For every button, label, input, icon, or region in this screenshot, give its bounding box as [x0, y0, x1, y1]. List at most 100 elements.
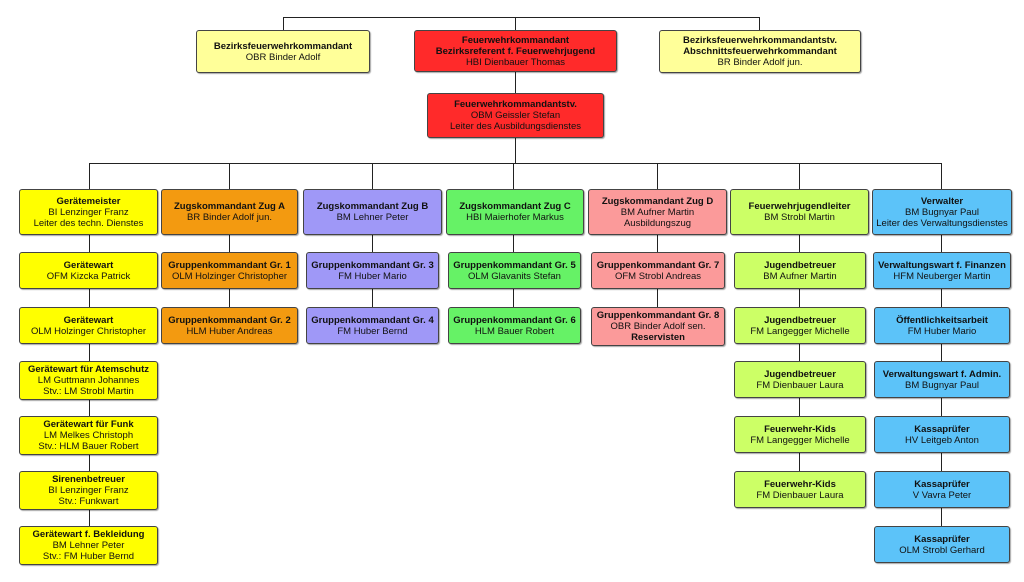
box-role: Leiter des Verwaltungsdienstes — [876, 217, 1008, 229]
box-title: Bezirksfeuerwehrkommandantstv. — [683, 35, 837, 46]
box-person: BM Lehner Peter — [336, 212, 409, 223]
box-person: BM Bugnyar Paul — [905, 379, 979, 391]
box-c7-item-6: Kassaprüfer OLM Strobl Gerhard — [874, 526, 1010, 563]
box-c4-item-1: Gruppenkommandant Gr. 5 OLM Glavanits St… — [448, 252, 581, 289]
box-title: Gruppenkommandant Gr. 6 — [453, 314, 576, 326]
box-title: Jugendbetreuer — [764, 314, 836, 326]
box-person: LM Guttmann Johannes — [37, 375, 140, 386]
box-title: Verwalter — [920, 195, 964, 207]
box-person: HBI Dienbauer Thomas — [465, 56, 566, 68]
box-person: HFM Neuberger Martin — [893, 270, 991, 282]
box-person: OLM Strobl Gerhard — [899, 544, 985, 556]
box-c7-head: Verwalter BM Bugnyar Paul Leiter des Ver… — [872, 189, 1012, 235]
box-c3-head: Zugskommandant Zug B BM Lehner Peter — [303, 189, 442, 235]
box-title: Gerätewart f. Bekleidung — [32, 529, 145, 540]
box-title: Feuerwehr-Kids — [764, 423, 836, 435]
box-title: Feuerwehr-Kids — [764, 478, 836, 490]
box-c1-item-2: Gerätewart OLM Holzinger Christopher — [19, 307, 158, 344]
box-person: OLM Glavanits Stefan — [468, 270, 561, 282]
box-title: Feuerwehrkommandant — [461, 34, 570, 46]
box-feuerwehrkommandantstv: Feuerwehrkommandantstv. OBM Geissler Ste… — [427, 93, 604, 138]
box-deputy: Stv.: HLM Bauer Robert — [38, 441, 139, 452]
box-title: Kassaprüfer — [914, 533, 970, 545]
box-c1-item-3: Gerätewart für Atemschutz LM Guttmann Jo… — [19, 361, 158, 400]
box-title: Gruppenkommandant Gr. 3 — [311, 259, 434, 271]
box-title: Zugskommandant Zug C — [459, 201, 571, 212]
box-c6-head: Feuerwehrjugendleiter BM Strobl Martin — [730, 189, 869, 235]
box-title: Gruppenkommandant Gr. 8 — [596, 310, 720, 321]
box-person: OLM Holzinger Christopher — [30, 325, 147, 337]
box-c7-item-5: Kassaprüfer V Vavra Peter — [874, 471, 1010, 508]
box-bezirksfeuerwehrkommandant: Bezirksfeuerwehrkommandant OBR Binder Ad… — [196, 30, 370, 73]
box-person: FM Dienbauer Laura — [756, 379, 844, 391]
box-role: Reservisten — [631, 332, 685, 343]
box-c3-item-1: Gruppenkommandant Gr. 3 FM Huber Mario — [306, 252, 439, 289]
box-c1-item-6: Gerätewart f. Bekleidung BM Lehner Peter… — [19, 526, 158, 565]
box-c1-item-5: Sirenenbetreuer BI Lenzinger Franz Stv.:… — [19, 471, 158, 510]
box-person: FM Huber Mario — [338, 270, 407, 282]
box-title: Gruppenkommandant Gr. 7 — [596, 259, 720, 271]
box-c7-item-1: Verwaltungswart f. Finanzen HFM Neuberge… — [873, 252, 1011, 289]
box-person: OBM Geissler Stefan — [470, 110, 561, 121]
box-title-2: Bezirksreferent f. Feuerwehrjugend — [435, 45, 596, 57]
box-feuerwehrkommandant: Feuerwehrkommandant Bezirksreferent f. F… — [414, 30, 617, 72]
box-title: Verwaltungswart f. Finanzen — [878, 259, 1006, 271]
box-c5-item-2: Gruppenkommandant Gr. 8 OBR Binder Adolf… — [591, 307, 725, 346]
box-title: Zugskommandant Zug B — [316, 201, 429, 212]
box-title: Bezirksfeuerwehrkommandant — [213, 40, 353, 52]
box-title: Gruppenkommandant Gr. 4 — [311, 314, 434, 326]
box-title: Gruppenkommandant Gr. 5 — [453, 259, 576, 271]
box-c6-item-2: Jugendbetreuer FM Langegger Michelle — [734, 307, 866, 344]
box-person: BI Lenzinger Franz — [48, 485, 129, 496]
box-c2-item-2: Gruppenkommandant Gr. 2 HLM Huber Andrea… — [161, 307, 298, 344]
box-c4-item-2: Gruppenkommandant Gr. 6 HLM Bauer Robert — [448, 307, 581, 344]
box-title-2: Abschnittsfeuerwehrkommandant — [683, 46, 837, 57]
box-title: Gruppenkommandant Gr. 1 — [168, 259, 291, 271]
box-c6-item-4: Feuerwehr-Kids FM Langegger Michelle — [734, 416, 866, 453]
box-person: OBR Binder Adolf — [245, 51, 321, 63]
box-person: OLM Holzinger Christopher — [171, 270, 288, 282]
box-c5-head: Zugskommandant Zug D BM Aufner Martin Au… — [588, 189, 727, 235]
box-person: OFM Strobl Andreas — [614, 270, 702, 282]
box-title: Gerätewart für Atemschutz — [27, 364, 150, 375]
box-c2-item-1: Gruppenkommandant Gr. 1 OLM Holzinger Ch… — [161, 252, 298, 289]
box-person: BM Aufner Martin — [763, 270, 837, 282]
box-c7-item-2: Öffentlichkeitsarbeit FM Huber Mario — [874, 307, 1010, 344]
box-c2-head: Zugskommandant Zug A BR Binder Adolf jun… — [161, 189, 298, 235]
box-title: Zugskommandant Zug A — [173, 201, 285, 212]
box-person: BM Bugnyar Paul — [905, 206, 979, 218]
box-person: HLM Huber Andreas — [186, 325, 273, 337]
box-person: HBI Maierhofer Markus — [466, 212, 564, 223]
box-title: Jugendbetreuer — [764, 259, 836, 271]
box-title: Gerätewart — [63, 259, 114, 271]
box-title: Kassaprüfer — [914, 478, 970, 490]
box-c3-item-2: Gruppenkommandant Gr. 4 FM Huber Bernd — [306, 307, 439, 344]
box-person: FM Langegger Michelle — [750, 434, 850, 446]
box-bezirksfeuerwehrkommandantstv: Bezirksfeuerwehrkommandantstv. Abschnitt… — [659, 30, 861, 73]
box-person: FM Langegger Michelle — [750, 325, 850, 337]
box-person: V Vavra Peter — [912, 489, 972, 501]
box-title: Gerätewart — [63, 314, 114, 326]
box-deputy: Stv.: LM Strobl Martin — [43, 386, 134, 397]
box-title: Gruppenkommandant Gr. 2 — [168, 314, 291, 326]
box-title: Gerätemeister — [56, 195, 121, 207]
box-deputy: Stv.: FM Huber Bernd — [42, 551, 135, 562]
box-person: HV Leitgeb Anton — [905, 434, 979, 446]
box-c6-item-5: Feuerwehr-Kids FM Dienbauer Laura — [734, 471, 866, 508]
box-role: Ausbildungszug — [623, 217, 692, 229]
box-c7-item-3: Verwaltungswart f. Admin. BM Bugnyar Pau… — [874, 361, 1010, 398]
box-deputy: Stv.: Funkwart — [58, 496, 119, 507]
box-title: Öffentlichkeitsarbeit — [896, 314, 988, 326]
box-c4-head: Zugskommandant Zug C HBI Maierhofer Mark… — [446, 189, 584, 235]
box-c6-item-3: Jugendbetreuer FM Dienbauer Laura — [734, 361, 866, 398]
box-c5-item-1: Gruppenkommandant Gr. 7 OFM Strobl Andre… — [591, 252, 725, 289]
box-person: LM Melkes Christoph — [43, 430, 134, 441]
box-person: BM Aufner Martin — [620, 206, 695, 218]
box-title: Jugendbetreuer — [764, 368, 836, 380]
box-role: Leiter des techn. Dienstes — [33, 217, 144, 229]
box-person: BI Lenzinger Franz — [48, 206, 129, 218]
box-c6-item-1: Jugendbetreuer BM Aufner Martin — [734, 252, 866, 289]
box-person: BM Strobl Martin — [764, 212, 835, 223]
box-person: FM Dienbauer Laura — [756, 489, 844, 501]
